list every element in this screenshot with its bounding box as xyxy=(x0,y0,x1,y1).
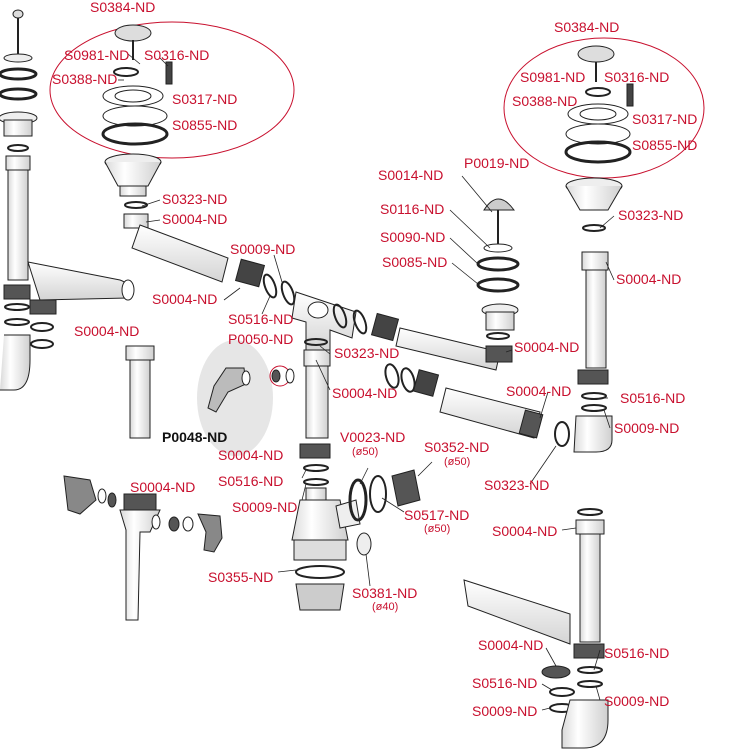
p0048-highlight xyxy=(197,340,273,456)
label-s0355: S0355-ND xyxy=(208,569,274,585)
label-s0352: S0352-ND xyxy=(424,439,490,455)
label-s0981-left: S0981-ND xyxy=(64,47,130,63)
leader-lines xyxy=(118,53,615,711)
label-s0004-f: S0004-ND xyxy=(130,479,196,495)
bottle-trap xyxy=(291,443,421,611)
label-s0009-c: S0009-ND xyxy=(614,420,680,436)
label-s0384-right: S0384-ND xyxy=(554,19,620,35)
label-s0116: S0116-ND xyxy=(380,201,445,217)
left-strainer-body xyxy=(104,153,296,306)
label-s0516-d: S0516-ND xyxy=(604,645,670,661)
label-s0388-left: S0388-ND xyxy=(52,71,118,87)
label-s0085: S0085-ND xyxy=(382,254,448,270)
label-s0004-b: S0004-ND xyxy=(152,291,218,307)
label-s0516-c: S0516-ND xyxy=(620,390,686,406)
label-s0009-d: S0009-ND xyxy=(472,703,538,719)
label-s0014: S0014-ND xyxy=(378,167,444,183)
label-s0009-e: S0009-ND xyxy=(604,693,670,709)
label-s0004-h: S0004-ND xyxy=(514,339,580,355)
label-s0090: S0090-ND xyxy=(380,229,446,245)
label-s0855-left: S0855-ND xyxy=(172,117,238,133)
label-s0009-a: S0009-ND xyxy=(230,241,296,257)
label-v0023: V0023-ND xyxy=(340,429,406,445)
label-s0381-sub: (ø40) xyxy=(372,601,399,613)
bottom-left-assembly xyxy=(63,475,223,621)
right-strainer-parts xyxy=(564,45,634,164)
label-p0050: P0050-ND xyxy=(228,331,294,347)
label-s0004-i: S0004-ND xyxy=(506,383,572,399)
label-s0004-c: S0004-ND xyxy=(74,323,140,339)
p0050-connector xyxy=(207,365,295,413)
label-s0323-b: S0323-ND xyxy=(334,345,400,361)
label-s0004-d: S0004-ND xyxy=(332,385,398,401)
label-s0317-left: S0317-ND xyxy=(172,91,238,107)
label-s0004-k: S0004-ND xyxy=(478,637,544,653)
label-s0323-d: S0323-ND xyxy=(484,477,550,493)
label-s0352-sub: (ø50) xyxy=(444,456,471,468)
label-s0516-a: S0516-ND xyxy=(228,311,294,327)
label-s0316-right: S0316-ND xyxy=(604,69,670,85)
label-p0048: P0048-ND xyxy=(162,429,228,445)
left-column-parts xyxy=(0,9,135,391)
label-s0384-left: S0384-ND xyxy=(90,0,156,15)
label-v0023-sub: (ø50) xyxy=(352,446,379,458)
label-s0388-right: S0388-ND xyxy=(512,93,578,109)
central-tee xyxy=(291,291,501,439)
label-s0323-a: S0323-ND xyxy=(162,191,228,207)
label-s0317-right: S0317-ND xyxy=(632,111,698,127)
label-s0517: S0517-ND xyxy=(404,507,470,523)
label-s0323-c: S0323-ND xyxy=(618,207,684,223)
label-p0019: P0019-ND xyxy=(464,155,530,171)
label-s0004-j: S0004-ND xyxy=(492,523,558,539)
label-s0381: S0381-ND xyxy=(352,585,418,601)
label-s0516-b: S0516-ND xyxy=(218,473,284,489)
right-column-parts xyxy=(565,177,623,453)
loose-tube-left xyxy=(125,345,155,439)
center-plug-parts xyxy=(476,198,520,363)
label-s0004-g: S0004-ND xyxy=(616,271,682,287)
label-s0009-b: S0009-ND xyxy=(232,499,298,515)
label-s0855-right: S0855-ND xyxy=(632,137,698,153)
label-s0981-right: S0981-ND xyxy=(520,69,586,85)
label-s0516-e: S0516-ND xyxy=(472,675,538,691)
label-s0004-e: S0004-ND xyxy=(218,447,284,463)
left-strainer-parts xyxy=(101,24,173,146)
label-s0004-a: S0004-ND xyxy=(162,211,228,227)
center-rings xyxy=(384,363,570,447)
left-strainer-group-outline xyxy=(49,21,295,159)
label-s0316-left: S0316-ND xyxy=(144,47,210,63)
label-s0517-sub: (ø50) xyxy=(424,523,451,535)
